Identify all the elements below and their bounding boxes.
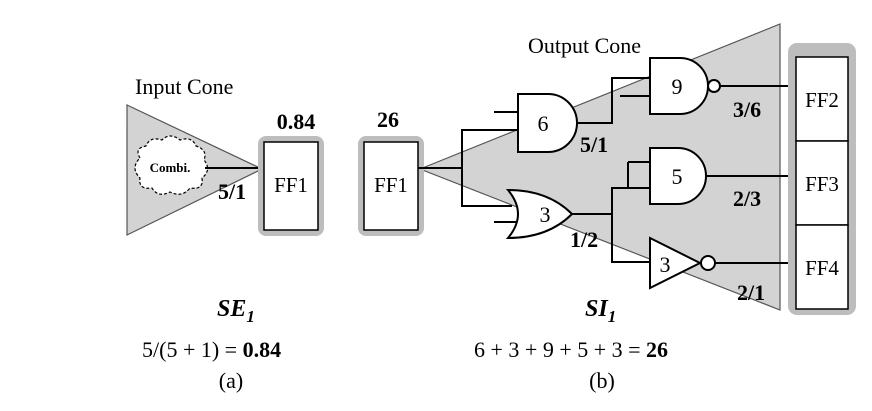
wires-ff1-fanout — [418, 111, 518, 223]
ff3-label: FF3 — [805, 172, 839, 196]
ff2-label: FF2 — [805, 88, 839, 112]
caption-a: (a) — [219, 368, 243, 393]
metric-se-label: SE1 — [217, 296, 255, 326]
edge-label-and6-out: 5/1 — [580, 132, 608, 157]
not-gate-3-label: 3 — [660, 252, 671, 277]
or-gate-3 — [505, 188, 574, 240]
metric-si-symbol: SI — [585, 296, 609, 322]
ff4-box — [795, 224, 849, 310]
formula-a-expression: 5/(5 + 1) = — [142, 337, 243, 362]
edge-label-ff4-in: 2/1 — [737, 280, 765, 305]
ff1-a-value: 0.84 — [277, 109, 316, 134]
or-gate-3-label: 3 — [540, 202, 551, 227]
ff4-label: FF4 — [805, 256, 839, 280]
formula-b-expression: 6 + 3 + 9 + 5 + 3 = — [474, 337, 646, 362]
formula-a: 5/(5 + 1) = 0.84 — [142, 337, 281, 362]
formula-b-result: 26 — [646, 337, 668, 362]
edge-label-ff2-in: 3/6 — [733, 97, 761, 122]
ff1-a-box — [263, 141, 319, 231]
and-gate-6-label: 6 — [538, 111, 549, 136]
wires-or3-fanout — [572, 161, 650, 263]
formula-a-result: 0.84 — [243, 337, 282, 362]
and-gate-6 — [517, 93, 578, 153]
and-gate-5-label: 5 — [672, 164, 683, 189]
wires-and6-to-nand9 — [577, 77, 650, 124]
ff1-b-label: FF1 — [374, 173, 408, 197]
wires-to-output-ffs — [706, 85, 796, 264]
edge-label-a: 5/1 — [218, 179, 246, 204]
ff1-b-value: 26 — [377, 107, 399, 132]
edge-label-or3-out: 1/2 — [570, 227, 598, 252]
input-cone-label: Input Cone — [135, 74, 233, 99]
metric-si-subscript: 1 — [608, 307, 617, 326]
formula-b: 6 + 3 + 9 + 5 + 3 = 26 — [474, 337, 668, 362]
and-gate-5 — [649, 147, 707, 205]
edge-label-ff3-in: 2/3 — [733, 186, 761, 211]
output-cone-shape — [418, 23, 781, 311]
nand-gate-9-label: 9 — [672, 74, 683, 99]
metric-se-subscript: 1 — [246, 307, 255, 326]
output-cone-label: Output Cone — [528, 33, 641, 58]
ff1-a-label: FF1 — [274, 173, 308, 197]
combi-cloud-label: Combi. — [150, 160, 191, 175]
metric-se-symbol: SE — [217, 296, 246, 322]
panel-a: Input Cone Combi. FF1 0.84 5/1 SE1 5/(5 … — [126, 74, 324, 393]
not-gate-3 — [649, 236, 703, 290]
ff2-box — [795, 56, 849, 142]
ff3-box — [795, 140, 849, 226]
nand-gate-9-bubble — [707, 79, 721, 93]
metric-si-label: SI1 — [585, 296, 616, 326]
ff1-b-box — [363, 141, 419, 231]
combi-cloud-shape — [134, 135, 209, 195]
panel-b: Output Cone FF1 26 6 5/1 9 3 — [358, 23, 856, 393]
caption-b: (b) — [589, 368, 615, 393]
not-gate-3-bubble — [700, 255, 716, 271]
